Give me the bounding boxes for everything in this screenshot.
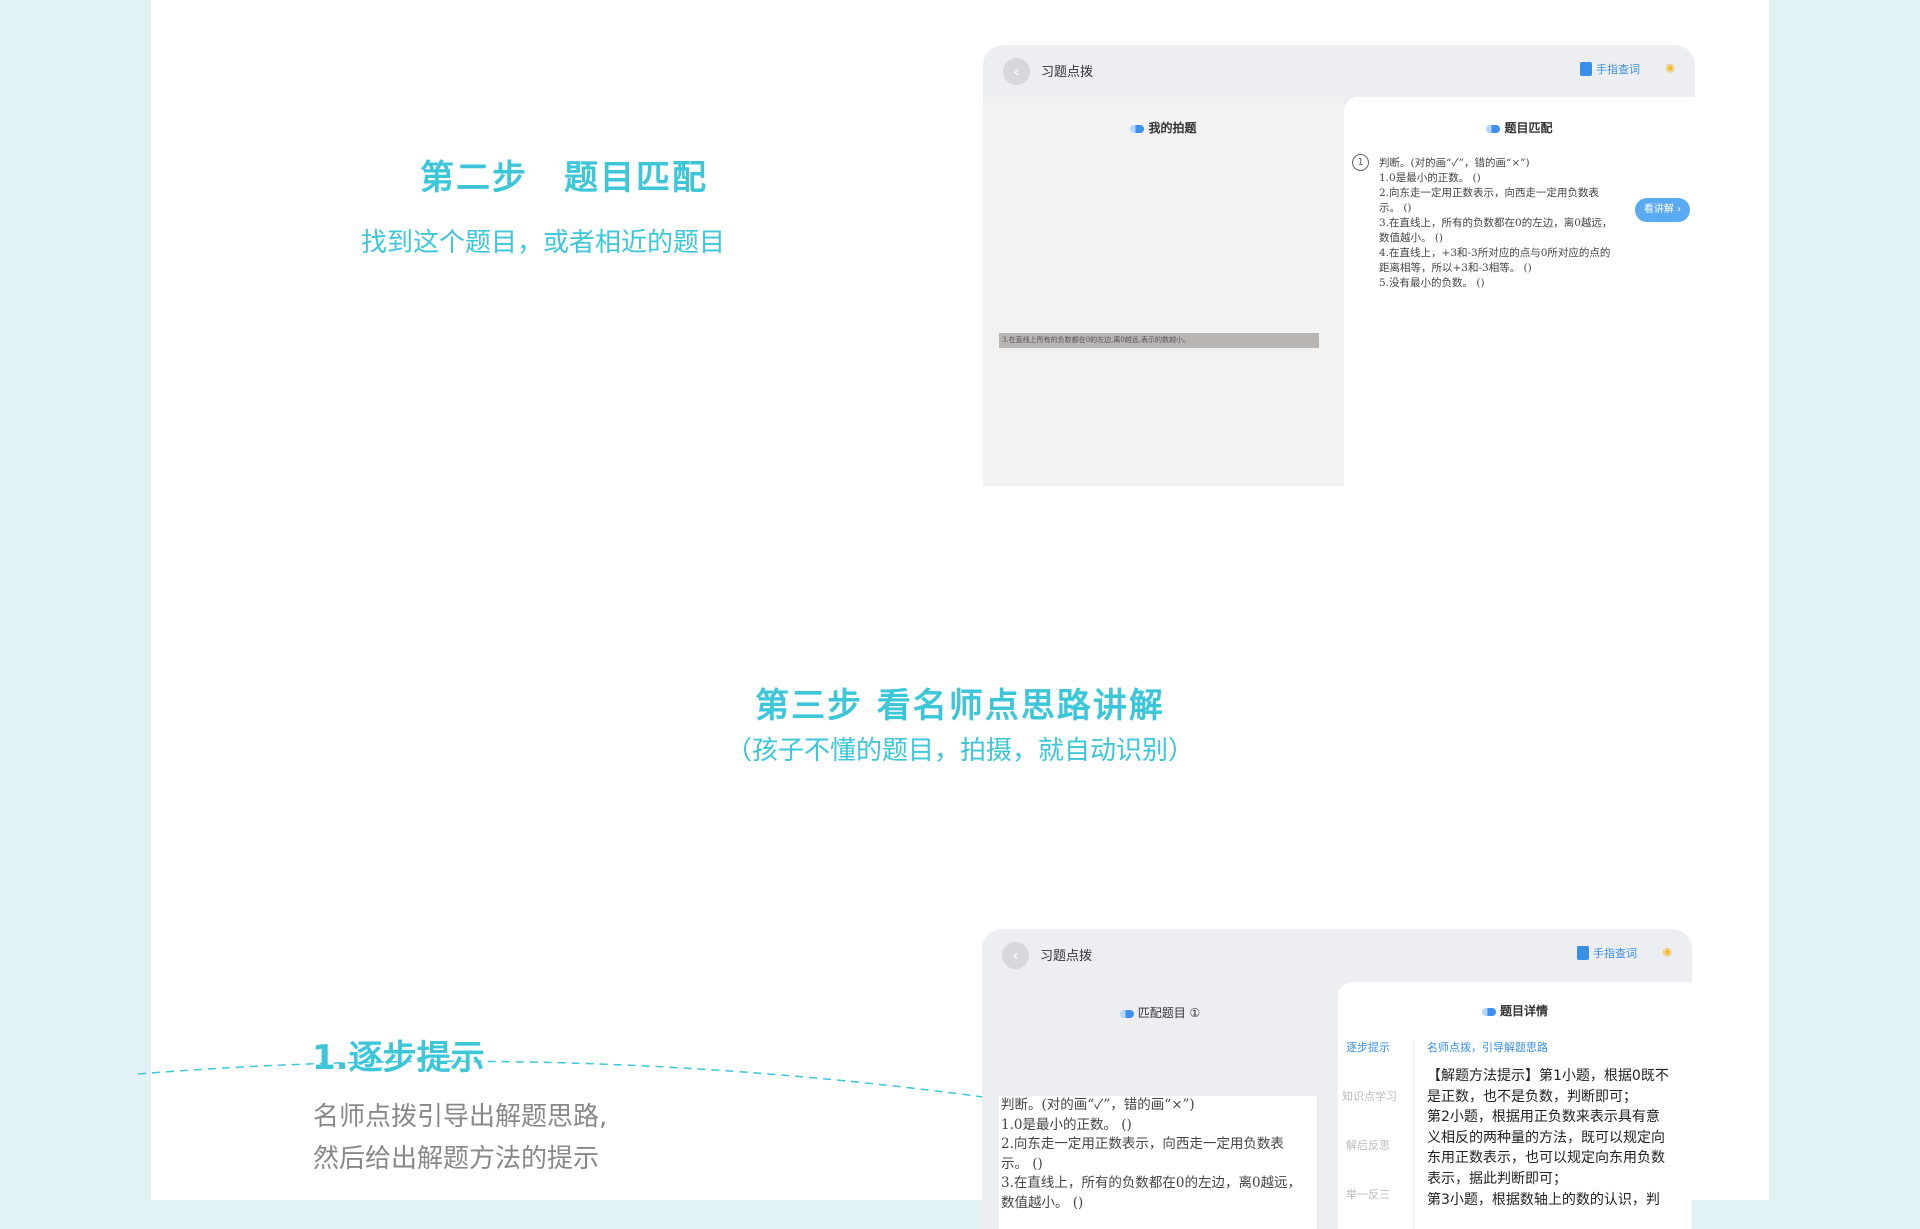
toggle-dot-icon: [1130, 124, 1145, 133]
wifi-icon: ◉: [1665, 61, 1675, 74]
view-explanation-button[interactable]: 看讲解 ›: [1635, 198, 1690, 222]
app-mock-matching: ‹ 习题点拨 手指查词 ◉ 我的拍题 3.在直线上所有的负数都在0的左边,离0越…: [983, 45, 1695, 486]
app-header: ‹ 习题点拨 手指查词 ◉: [982, 929, 1692, 981]
feature-description: 名师点拨引导出解题思路,然后给出解题方法的提示: [313, 1102, 608, 1174]
tab-knowledge[interactable]: 知识点学习: [1342, 1090, 1397, 1103]
dashed-connector: [137, 1060, 984, 1098]
finger-icon: [1580, 62, 1592, 76]
matched-title: 匹配题目 ①: [1137, 1006, 1201, 1020]
finger-lookup-label: 手指查词: [1596, 63, 1640, 76]
question-index: 1: [1352, 154, 1369, 171]
my-photo-title: 我的拍题: [1148, 121, 1197, 135]
toggle-dot-icon: [1486, 124, 1501, 133]
detail-pane: 题目详情 逐步提示 知识点学习 解后反思 举一反三 名师点拨，引导解题思路 【解…: [1338, 982, 1692, 1229]
feature-title: 1.逐步提示: [312, 1038, 485, 1078]
match-pane: 题目匹配 1 判断。(对的画“✓”，错的画“×”)1.0是最小的正数。 ()2.…: [1344, 97, 1695, 486]
tab-reflection[interactable]: 解后反思: [1346, 1139, 1390, 1152]
app-title: 习题点拨: [1041, 65, 1094, 80]
wifi-icon: ◉: [1662, 945, 1672, 958]
matched-question[interactable]: 判断。(对的画“✓”，错的画“×”)1.0是最小的正数。 ()2.向东走一定用正…: [999, 1096, 1317, 1229]
app-mock-detail: ‹ 习题点拨 手指查词 ◉ 匹配题目 ① 判断。(对的画“✓”，错的画“×”)1…: [982, 929, 1692, 1229]
tab-practice[interactable]: 举一反三: [1346, 1188, 1390, 1201]
hint-content: 【解题方法提示】第1小题，根据0既不是正数，也不是负数，判断即可；第2小题，根据…: [1427, 1068, 1669, 1208]
toggle-dot-icon: [1481, 1007, 1496, 1016]
app-header: ‹ 习题点拨 手指查词 ◉: [983, 45, 1695, 97]
match-title: 题目匹配: [1504, 121, 1553, 135]
step3-subtitle: （孩子不懂的题目，拍摄，就自动识别）: [725, 736, 1194, 766]
photo-crop: 3.在直线上所有的负数都在0的左边,离0越远,表示的数越小。: [999, 333, 1319, 348]
back-button[interactable]: ‹: [1003, 58, 1030, 85]
finger-lookup-button[interactable]: 手指查词: [1577, 945, 1637, 961]
content-header: 名师点拨，引导解题思路: [1427, 1041, 1548, 1054]
back-button[interactable]: ‹: [1002, 942, 1029, 969]
my-photo-pane: 我的拍题 3.在直线上所有的负数都在0的左边,离0越远,表示的数越小。: [983, 97, 1344, 486]
finger-icon: [1577, 946, 1589, 960]
matched-question[interactable]: 判断。(对的画“✓”，错的画“×”)1.0是最小的正数。 ()2.向东走一定用正…: [1379, 157, 1613, 289]
finger-lookup-label: 手指查词: [1593, 947, 1637, 960]
toggle-dot-icon: [1119, 1009, 1134, 1018]
chevron-left-icon: ‹: [1012, 946, 1019, 965]
tab-step-hints[interactable]: 逐步提示: [1346, 1041, 1390, 1054]
step2-subtitle: 找到这个题目，或者相近的题目: [361, 228, 726, 258]
step2-title: 第二步 题目匹配: [420, 158, 708, 198]
finger-lookup-button[interactable]: 手指查词: [1580, 61, 1640, 77]
tab-divider: [1413, 1040, 1414, 1229]
chevron-left-icon: ‹: [1013, 62, 1020, 81]
step3-title: 第三步 看名师点思路讲解: [755, 686, 1165, 726]
app-title: 习题点拨: [1040, 949, 1093, 964]
detail-title: 题目详情: [1499, 1004, 1548, 1018]
